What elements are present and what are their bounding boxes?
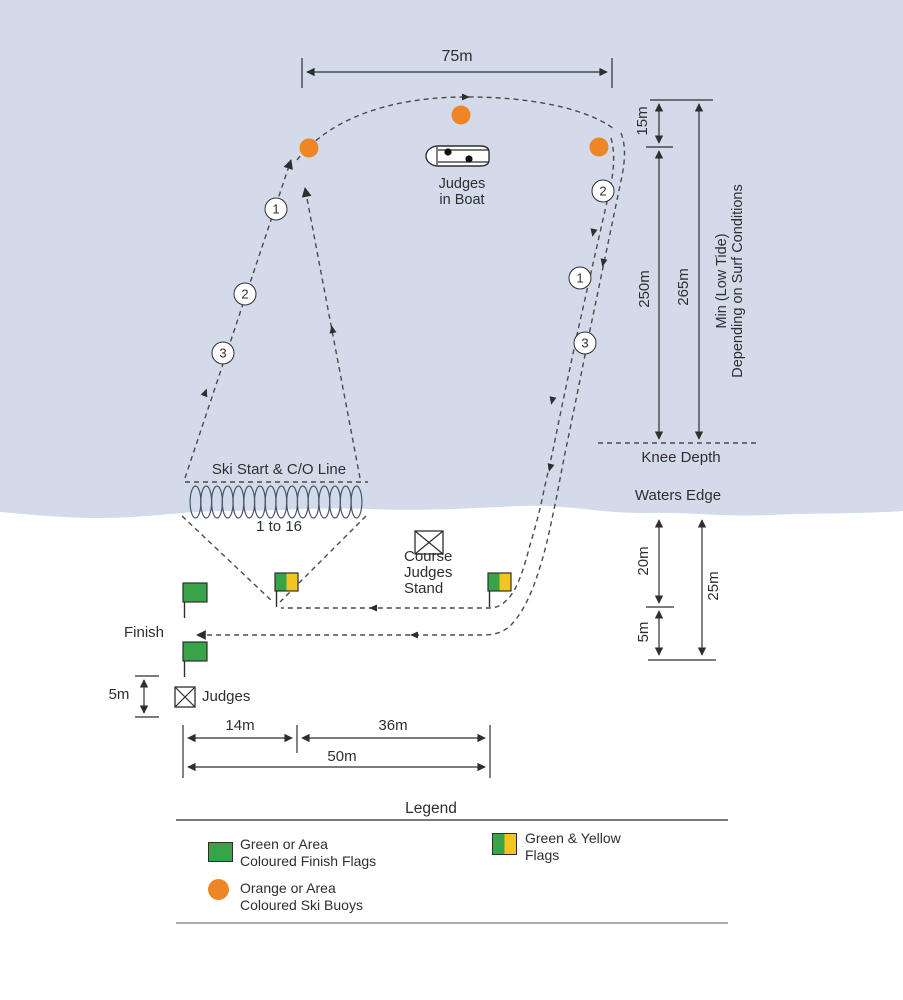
green-flag-swatch-icon <box>208 842 233 862</box>
legend-title: Legend <box>405 800 457 817</box>
dim-5m-left-label: 5m <box>108 686 130 703</box>
dim-75m-label: 75m <box>441 48 473 65</box>
course-marker-right-1: 1 <box>568 266 592 290</box>
judges-in-boat-label: Judges in Boat <box>438 176 486 208</box>
green-yellow-flag-swatch-icon <box>492 833 517 855</box>
orange-buoy-swatch-icon <box>208 879 229 900</box>
water-area <box>0 0 903 518</box>
course-marker-left-1: 1 <box>264 197 288 221</box>
dimension-lines <box>135 58 716 778</box>
legend-rule-top <box>176 819 728 821</box>
tide-note-line1: Min (Low Tide) <box>714 233 730 329</box>
dim-5m-right-label: 5m <box>635 621 652 643</box>
dim-14m-label: 14m <box>225 717 255 734</box>
waters-edge-label: Waters Edge <box>634 487 722 504</box>
green-yellow-flag-left-icon <box>274 572 299 592</box>
buoy-right-icon <box>589 137 609 157</box>
ski-buoys <box>299 105 609 158</box>
course-marker-right-3: 3 <box>573 331 597 355</box>
dim-25m-label: 25m <box>705 571 722 601</box>
course-judges-stand-icon <box>414 530 444 555</box>
dim-36m-label: 36m <box>378 717 408 734</box>
start-funnel-left <box>181 515 274 603</box>
course-marker-left-2: 2 <box>233 282 257 306</box>
green-yellow-flag-right-icon <box>487 572 512 592</box>
finish-judges-icon <box>174 686 196 708</box>
ski-start-skis <box>189 485 363 519</box>
legend-rule-bottom <box>176 922 728 924</box>
dim-250m-label: 250m <box>636 270 653 308</box>
judges-boat-icon <box>425 145 490 167</box>
legend-item-green-yellow-flags: Green & Yellow Flags <box>525 830 621 863</box>
legend-item-green-flags: Green or Area Coloured Finish Flags <box>240 836 377 869</box>
finish-flags <box>182 582 208 677</box>
judges-stand-icons <box>174 530 444 708</box>
knee-depth-label: Knee Depth <box>641 449 721 466</box>
tide-note: Min (Low Tide) Depending on Surf Conditi… <box>714 184 746 377</box>
course-direction-arrows <box>200 93 608 639</box>
dim-50m-label: 50m <box>327 748 357 765</box>
dim-15m-label: 15m <box>634 106 651 136</box>
course-judges-stand-label: Course Judges Stand <box>404 548 453 597</box>
finish-judges-label: Judges <box>202 688 251 705</box>
tide-note-line2: Depending on Surf Conditions <box>730 184 746 378</box>
course-top-arc <box>296 96 615 161</box>
green-flag-upper-icon <box>182 582 208 603</box>
green-flag-lower-icon <box>182 641 208 662</box>
dim-265m-label: 265m <box>675 268 692 306</box>
legend-item-orange-buoys: Orange or Area Coloured Ski Buoys <box>240 880 363 913</box>
green-yellow-flags <box>274 572 512 607</box>
course-marker-left-3: 3 <box>211 341 235 365</box>
finish-label: Finish <box>123 624 165 641</box>
ski-numbers-label: 1 to 16 <box>256 518 302 535</box>
dim-20m-label: 20m <box>635 546 652 576</box>
buoy-left-icon <box>299 138 319 158</box>
course-marker-right-2: 2 <box>591 179 615 203</box>
ski-start-label: Ski Start & C/O Line <box>211 461 347 478</box>
buoy-top-icon <box>451 105 471 125</box>
